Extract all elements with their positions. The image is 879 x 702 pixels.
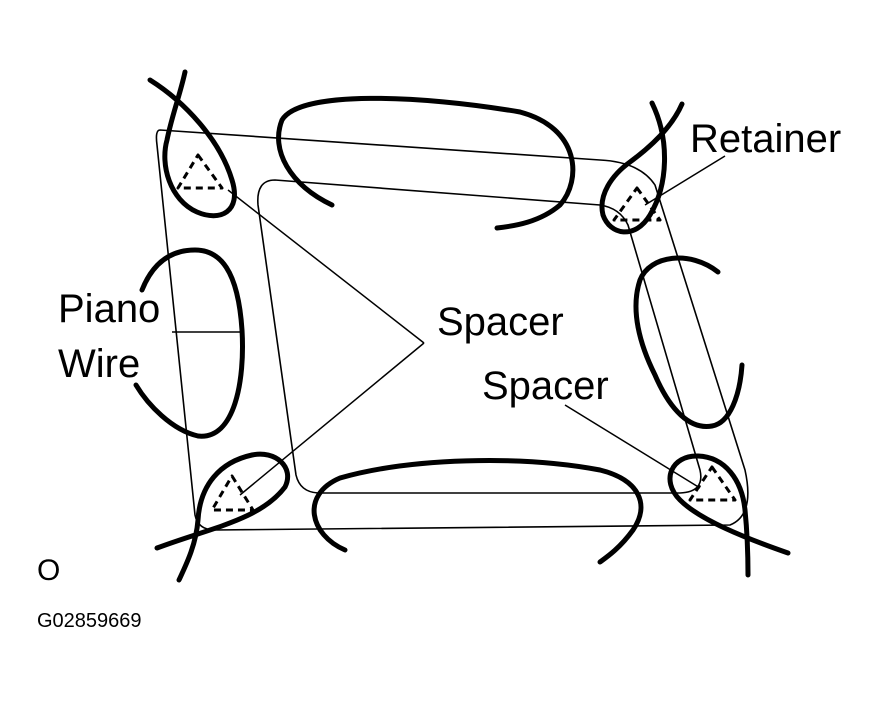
retainer-bottom-left xyxy=(154,451,291,583)
retainer-bottom-right xyxy=(667,453,791,578)
leader-spacer-to-bottom-right xyxy=(564,404,701,489)
label-piano-wire-line1: Piano xyxy=(58,287,160,331)
label-piano-wire-line2: Wire xyxy=(58,342,140,386)
piano-wire-bottom-loop xyxy=(311,458,644,565)
leader-spacer-to-top-left xyxy=(227,189,425,344)
spacer-bottom-left xyxy=(210,474,255,512)
spacer-bottom-right xyxy=(688,465,737,502)
piano-wire-top-loop xyxy=(276,95,576,231)
panel-inner-outline xyxy=(257,179,702,494)
leader-spacer-to-bottom-left xyxy=(239,342,425,496)
spacer-top-left xyxy=(176,153,224,190)
label-retainer: Retainer xyxy=(690,117,841,161)
label-spacer-upper: Spacer xyxy=(437,300,564,344)
piano-wire-left-loop xyxy=(133,247,245,439)
figure-code: G02859669 xyxy=(37,610,142,632)
piano-wire-right-loop xyxy=(633,255,745,429)
panel-outer-outline xyxy=(155,129,749,531)
label-marker-o: O xyxy=(37,554,60,587)
label-spacer-lower: Spacer xyxy=(482,364,609,408)
retainer-top-right xyxy=(599,100,685,235)
spacer-top-right xyxy=(612,186,662,222)
retainer-top-left xyxy=(147,69,237,219)
leader-retainer xyxy=(644,155,726,206)
